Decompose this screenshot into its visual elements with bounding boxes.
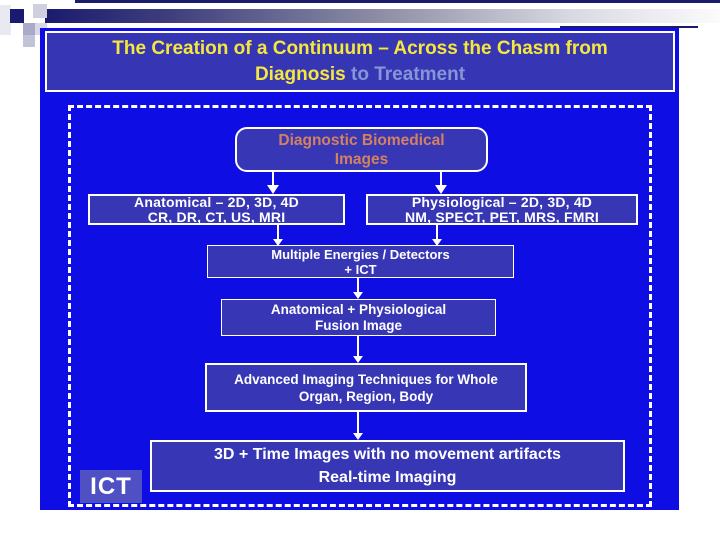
flow-box-text: CR, DR, CT, US, MRI	[147, 208, 286, 225]
flow-box-diagnostic-biomedical-images: Diagnostic Biomedical Images	[235, 127, 488, 172]
flow-box-text: Anatomical + Physiological	[270, 301, 447, 317]
connector-line	[440, 172, 442, 186]
pixel-square-decoration	[23, 35, 35, 47]
arrow-down-icon	[435, 185, 447, 194]
flow-box-text: NM, SPECT, PET, MRS, FMRI	[404, 208, 599, 225]
arrow-down-icon	[273, 239, 283, 246]
flow-box-text: Fusion Image	[314, 317, 402, 333]
flow-box-text: Anatomical – 2D, 3D, 4D	[134, 194, 299, 210]
connector-line	[436, 225, 438, 240]
arrow-down-icon	[353, 292, 363, 299]
connector-line	[357, 336, 359, 357]
flow-box-anatomical: Anatomical – 2D, 3D, 4D CR, DR, CT, US, …	[88, 194, 345, 225]
flow-box-text: Multiple Energies / Detectors	[271, 246, 450, 262]
pixel-square-decoration	[0, 5, 11, 35]
flow-box-multiple-energies: Multiple Energies / Detectors + ICT	[207, 245, 514, 278]
arrow-down-icon	[432, 239, 442, 246]
gradient-bar-decoration	[45, 9, 720, 23]
pixel-square-decoration	[33, 4, 47, 18]
flow-box-text: + ICT	[344, 261, 377, 277]
flow-box-fusion-image: Anatomical + Physiological Fusion Image	[221, 299, 496, 336]
flow-box-text: Real-time Imaging	[318, 469, 457, 486]
connector-line	[357, 278, 359, 293]
arrow-down-icon	[267, 185, 279, 194]
slide-title-line1: The Creation of a Continuum – Across the…	[112, 36, 607, 62]
pixel-square-decoration	[10, 9, 24, 23]
flow-box-text: Diagnostic Biomedical	[278, 131, 445, 149]
connector-line	[277, 225, 279, 240]
connector-line	[357, 412, 359, 434]
slide-title: The Creation of a Continuum – Across the…	[45, 31, 675, 92]
slide-title-line2: Diagnosis to Treatment	[255, 62, 465, 88]
ict-label: ICT	[80, 470, 142, 503]
arrow-down-icon	[353, 433, 363, 440]
dashed-border-frame	[68, 105, 652, 507]
title-text-primary: The Creation of a Continuum – Across the…	[112, 37, 608, 59]
flow-box-text: Images	[334, 150, 389, 168]
thin-navy-underline	[560, 26, 698, 28]
flow-box-text: Organ, Region, Body	[298, 388, 434, 404]
flow-box-physiological: Physiological – 2D, 3D, 4D NM, SPECT, PE…	[366, 194, 638, 225]
arrow-down-icon	[353, 356, 363, 363]
flow-box-3d-time-images: 3D + Time Images with no movement artifa…	[150, 440, 625, 492]
pixel-square-decoration	[23, 23, 35, 35]
flow-box-text: Advanced Imaging Techniques for Whole	[234, 371, 498, 387]
top-navy-line	[75, 0, 720, 3]
flow-box-text: 3D + Time Images with no movement artifa…	[214, 446, 561, 463]
title-text-diagnosis: Diagnosis	[254, 63, 352, 85]
connector-line	[272, 172, 274, 186]
flow-box-advanced-imaging: Advanced Imaging Techniques for Whole Or…	[205, 363, 527, 412]
flow-box-text: Physiological – 2D, 3D, 4D	[411, 194, 593, 210]
title-text-treatment: to Treatment	[351, 63, 466, 85]
